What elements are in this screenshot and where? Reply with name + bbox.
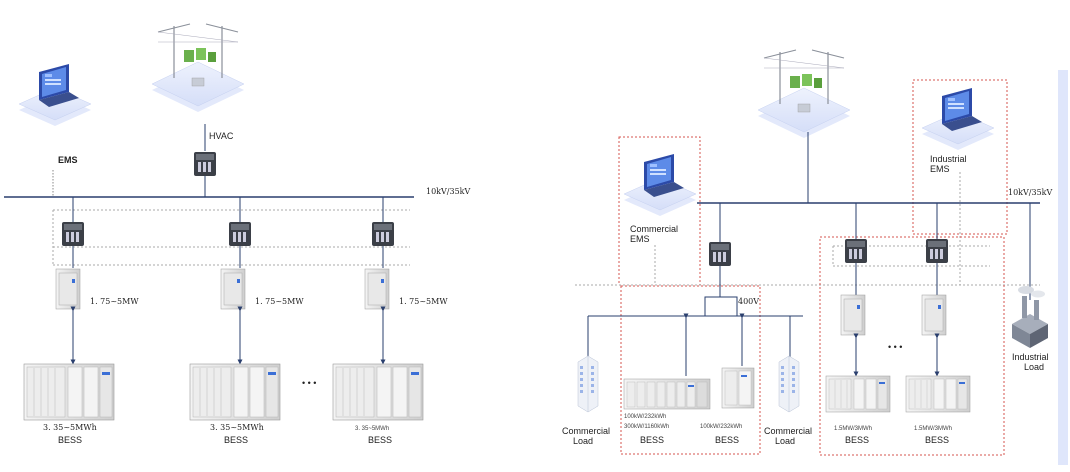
industrial-ems-laptop-icon [921, 87, 995, 151]
pcs-cabinet-icon [55, 268, 81, 310]
industrial-ems-label-1: Industrial [930, 154, 967, 164]
small-bess-spec: 100kW/232kWh [700, 424, 742, 430]
industrial-bess-icon [825, 375, 891, 413]
right-bus-label: 10kV/35kV [1008, 188, 1053, 197]
bess-capacity-label: 3. 35~5MWh [355, 426, 389, 432]
pcs-rating-label: 1. 75~5MW [90, 297, 139, 306]
commercial-switchgear-icon [709, 242, 731, 266]
bess-label: BESS [58, 435, 82, 445]
industrial-bess-spec: 1.5MW/3MWh [834, 426, 872, 432]
pcs-cabinet-icon [220, 268, 246, 310]
switchgear-icon [926, 239, 948, 263]
commercial-bess-spec-1: 100kW/232kWh [624, 414, 666, 420]
pcs-rating-label: 1. 75~5MW [255, 297, 304, 306]
commercial-site-zone [620, 285, 761, 455]
left-branch-1: 1. 75~5MW 3. 35~5MWh BESS [23, 197, 139, 445]
hvac-switchgear-icon [194, 152, 216, 176]
commercial-building-left-icon [577, 355, 599, 413]
left-bus-label: 10kV/35kV [426, 187, 471, 196]
industrial-bess-spec: 1.5MW/3MWh [914, 426, 952, 432]
left-ellipsis: • • • [302, 378, 316, 388]
commercial-load-left-label-1: Commercial [562, 426, 610, 436]
commercial-ems-label-2: EMS [630, 234, 650, 244]
industrial-bess-icon [905, 375, 971, 413]
commercial-building-right-icon [778, 355, 800, 413]
transmission-tower-icon [757, 49, 851, 139]
right-ellipsis: • • • [888, 342, 902, 352]
pcs-cabinet-icon [840, 294, 866, 336]
industrial-load-label-1: Industrial [1012, 352, 1049, 362]
left-branch-3: 1. 75~5MW 3. 35~5MWh BESS [332, 197, 448, 445]
hvac-label: HVAC [209, 131, 234, 141]
left-branch-2: 1. 75~5MW 3. 35~5MWh BESS [189, 197, 304, 445]
bess-container-icon [23, 363, 115, 421]
bess-capacity-label: 3. 35~5MWh [43, 423, 97, 432]
bess-container-icon [189, 363, 281, 421]
commercial-load-right-label-2: Load [775, 436, 795, 446]
commercial-load-left-label-2: Load [573, 436, 593, 446]
switchgear-icon [229, 222, 251, 246]
small-bess-label: BESS [715, 435, 739, 445]
commercial-load-right-label-1: Commercial [764, 426, 812, 436]
right-diagram: Commercial EMS Industrial EMS 10kV/35kV … [562, 49, 1068, 465]
left-diagram: EMS HVAC 10kV/35kV 1. 75~5MW 3. 35~5MWh … [4, 23, 471, 445]
commercial-bess-label: BESS [640, 435, 664, 445]
industrial-ems-label-2: EMS [930, 164, 950, 174]
commercial-ems-label-1: Commercial [630, 224, 678, 234]
small-bess-cabinet-icon [721, 367, 755, 409]
bess-container-icon [332, 363, 424, 421]
decorative-sidebar [1058, 70, 1068, 465]
left-ems-label: EMS [58, 155, 78, 165]
low-voltage-label: 400V [738, 297, 759, 306]
commercial-bess-cluster-icon [623, 378, 711, 410]
switchgear-icon [845, 239, 867, 263]
bess-capacity-label: 3. 35~5MWh [210, 423, 264, 432]
switchgear-icon [372, 222, 394, 246]
switchgear-icon [62, 222, 84, 246]
commercial-bess-spec-2: 300kW/1160kWh [624, 424, 669, 430]
transmission-tower-icon [151, 23, 245, 113]
ems-laptop-icon [18, 63, 92, 127]
bess-label: BESS [224, 435, 248, 445]
industrial-branch-1: 1.5MW/3MWh BESS [825, 203, 891, 445]
industrial-site-zone [819, 236, 1005, 456]
pcs-cabinet-icon [364, 268, 390, 310]
pcs-cabinet-icon [921, 294, 947, 336]
industrial-branch-2: 1.5MW/3MWh BESS [905, 203, 971, 445]
industrial-bess-label: BESS [925, 435, 949, 445]
industrial-bess-label: BESS [845, 435, 869, 445]
pcs-rating-label: 1. 75~5MW [399, 297, 448, 306]
commercial-ems-laptop-icon [623, 153, 697, 217]
industrial-load-label-2: Load [1024, 362, 1044, 372]
bess-label: BESS [368, 435, 392, 445]
